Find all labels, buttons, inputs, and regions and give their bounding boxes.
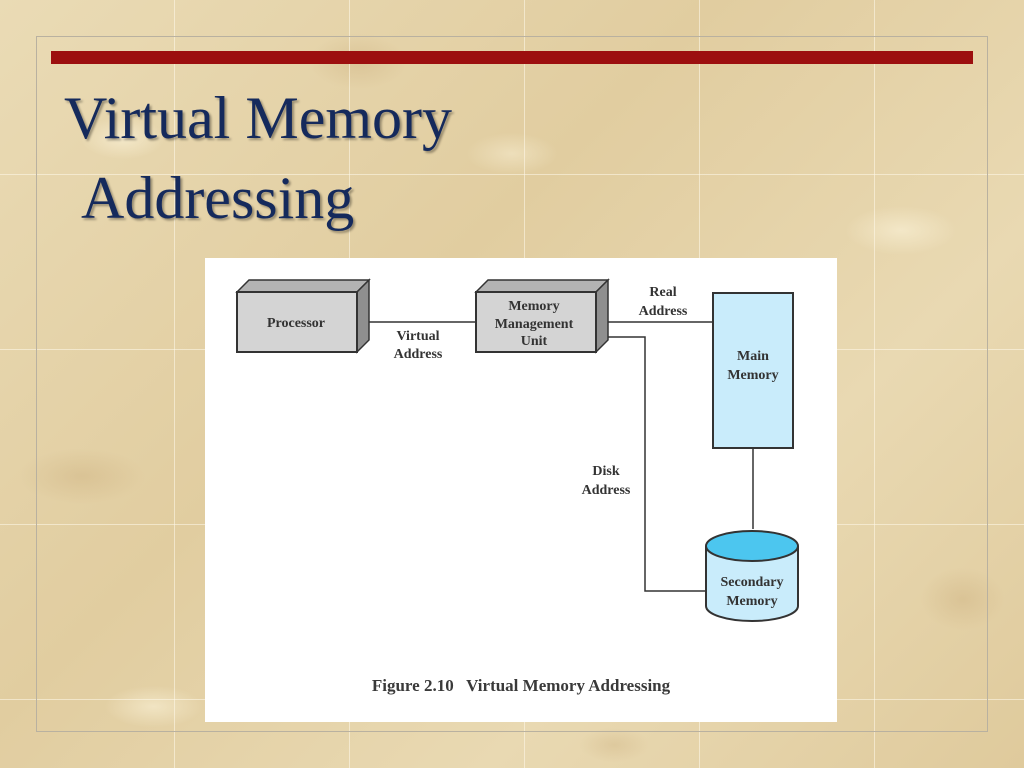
virtual-memory-diagram: Processor Memory Management Unit Main Me… bbox=[235, 278, 799, 622]
main-memory-box: Main Memory bbox=[712, 292, 794, 449]
slide-title: Virtual Memory Addressing bbox=[64, 78, 452, 238]
background-seam bbox=[174, 0, 175, 768]
secondary-memory-cylinder: Secondary Memory bbox=[705, 530, 799, 622]
processor-label: Processor bbox=[267, 316, 325, 331]
main-memory-label-line-1: Main bbox=[737, 349, 769, 364]
slide-frame bbox=[36, 36, 988, 732]
virtual-address-label-line-1: Virtual bbox=[396, 329, 439, 344]
secondary-memory-label-line-2: Memory bbox=[726, 594, 777, 609]
processor-box: Processor bbox=[235, 278, 371, 354]
disk-address-label-line-2: Address bbox=[582, 483, 631, 498]
background-seam bbox=[0, 174, 1024, 175]
mmu-label-line-2: Management bbox=[495, 317, 574, 332]
mmu-label-line-3: Unit bbox=[521, 334, 548, 349]
accent-bar bbox=[51, 51, 973, 64]
mmu-box: Memory Management Unit bbox=[474, 278, 610, 354]
slide-title-line-1: Virtual Memory bbox=[64, 85, 452, 151]
connector-mmu-to-secondary-memory bbox=[606, 336, 706, 592]
secondary-memory-label-line-1: Secondary bbox=[721, 575, 784, 590]
figure-caption: Figure 2.10 Virtual Memory Addressing bbox=[371, 676, 671, 695]
main-memory-label-line-2: Memory bbox=[727, 368, 778, 383]
slide-title-line-2: Addressing bbox=[81, 165, 355, 231]
background-seam bbox=[874, 0, 875, 768]
figure-panel: Processor Memory Management Unit Main Me… bbox=[205, 258, 837, 722]
real-address-label-line-2: Address bbox=[639, 304, 688, 319]
mmu-label-line-1: Memory bbox=[508, 299, 559, 314]
real-address-label-line-1: Real bbox=[649, 285, 676, 300]
virtual-address-label-line-2: Address bbox=[394, 347, 443, 362]
disk-address-label-line-1: Disk bbox=[592, 464, 619, 479]
